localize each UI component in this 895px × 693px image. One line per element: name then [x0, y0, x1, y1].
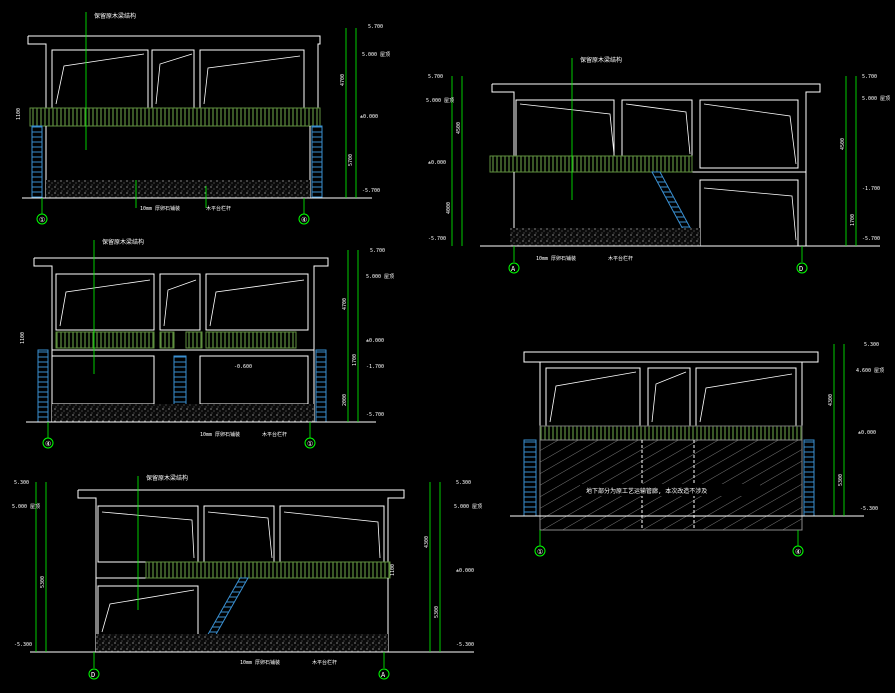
- svg-text:10mm 厚卵石铺装: 10mm 厚卵石铺装: [200, 431, 240, 438]
- svg-text:5.300: 5.300: [14, 480, 29, 486]
- svg-text:-5.300: -5.300: [860, 506, 878, 512]
- svg-text:5300: 5300: [434, 606, 440, 618]
- svg-text:5.000 屋顶: 5.000 屋顶: [366, 274, 394, 280]
- stair-3-left: [37, 349, 49, 423]
- svg-text:1700: 1700: [352, 354, 358, 366]
- railing-3b: [159, 331, 175, 349]
- svg-text:保留原木梁结构: 保留原木梁结构: [580, 56, 622, 64]
- svg-text:-1.700: -1.700: [366, 364, 384, 370]
- svg-text:4300: 4300: [424, 536, 430, 548]
- svg-text:±0.000: ±0.000: [428, 160, 446, 166]
- svg-text:4.600 屋顶: 4.600 屋顶: [856, 368, 884, 374]
- svg-text:5.700: 5.700: [862, 74, 877, 80]
- svg-text:4700: 4700: [340, 74, 346, 86]
- svg-text:5.700: 5.700: [428, 74, 443, 80]
- svg-text:A: A: [511, 265, 516, 273]
- elevation-2: 保留原木梁结构 10mm 厚卵石铺装 木平台栏杆 A D 5.700 5.000…: [426, 56, 890, 274]
- svg-text:-5.300: -5.300: [14, 642, 32, 648]
- svg-text:2000: 2000: [342, 394, 348, 406]
- railing-1: [29, 107, 321, 127]
- axis-bubble-left: [36, 213, 48, 225]
- svg-text:-5.700: -5.700: [428, 236, 446, 242]
- svg-text:④: ④: [795, 548, 801, 556]
- svg-text:4500: 4500: [840, 138, 846, 150]
- gravel-1: [46, 180, 310, 198]
- svg-text:5300: 5300: [40, 576, 46, 588]
- svg-text:5.000 屋顶: 5.000 屋顶: [12, 504, 40, 510]
- svg-text:4700: 4700: [342, 298, 348, 310]
- svg-text:5.300: 5.300: [456, 480, 471, 486]
- elevation-3: 保留原木梁结构 -0.600 10mm 厚卵石铺装 木平台栏杆 ④ ① 5.70…: [20, 238, 394, 449]
- svg-text:5.300: 5.300: [864, 342, 879, 348]
- svg-text:木平台栏杆: 木平台栏杆: [312, 659, 337, 666]
- svg-text:5.700: 5.700: [370, 248, 385, 254]
- svg-text:-5.300: -5.300: [456, 642, 474, 648]
- svg-text:④: ④: [45, 440, 51, 448]
- railing-4: [539, 425, 803, 441]
- railing-2: [489, 155, 693, 173]
- svg-text:5.700: 5.700: [368, 24, 383, 30]
- svg-text:5.000 屋顶: 5.000 屋顶: [454, 504, 482, 510]
- svg-text:1100: 1100: [20, 332, 26, 344]
- railing-3a: [55, 331, 155, 349]
- svg-text:D: D: [91, 671, 95, 679]
- svg-text:1100: 1100: [16, 108, 22, 120]
- axis-bubble-right: [298, 213, 310, 225]
- elevation-1: 保留原木梁结构 10mm 厚卵石铺装 木平台栏杆 ① ④ 5.700 5.000…: [16, 12, 390, 225]
- axis-label-left: ①: [39, 216, 45, 224]
- note-top: 保留原木梁结构: [94, 12, 136, 20]
- note-bottom-left: 10mm 厚卵石铺装: [140, 205, 180, 212]
- stair-left: [31, 125, 43, 199]
- svg-text:1100: 1100: [390, 564, 396, 576]
- stair-4-right: [803, 439, 815, 517]
- railing-3d: [205, 331, 297, 349]
- window-1: [51, 49, 149, 109]
- svg-text:-0.600: -0.600: [234, 364, 252, 370]
- elevation-5: 保留原木梁结构 10mm 厚卵石铺装 木平台栏杆 D A 5.300 5.000…: [12, 474, 482, 680]
- svg-text:保留原木梁结构: 保留原木梁结构: [102, 238, 144, 246]
- svg-text:-5.700: -5.700: [362, 188, 380, 194]
- svg-text:A: A: [381, 671, 386, 679]
- window-3: [199, 49, 305, 109]
- railing-5: [145, 561, 391, 579]
- svg-text:±0.000: ±0.000: [858, 430, 876, 436]
- svg-text:保留原木梁结构: 保留原木梁结构: [146, 474, 188, 482]
- svg-text:木平台栏杆: 木平台栏杆: [262, 431, 287, 438]
- svg-text:4000: 4000: [446, 202, 452, 214]
- elevation-4: 地下部分为原工艺运输管廊, 本次改造不涉及 ① ④ 5.300 4.600 屋顶…: [510, 342, 884, 557]
- svg-text:木平台栏杆: 木平台栏杆: [608, 255, 633, 262]
- svg-text:4500: 4500: [456, 122, 462, 134]
- axis-label-right: ④: [301, 216, 307, 224]
- svg-text:±0.000: ±0.000: [456, 568, 474, 574]
- svg-text:5700: 5700: [348, 154, 354, 166]
- svg-text:5.000 屋顶: 5.000 屋顶: [426, 98, 454, 104]
- svg-text:4300: 4300: [828, 394, 834, 406]
- svg-text:-5.700: -5.700: [862, 236, 880, 242]
- svg-text:-1.700: -1.700: [862, 186, 880, 192]
- svg-text:5.000 屋顶: 5.000 屋顶: [862, 96, 890, 102]
- svg-text:-5.700: -5.700: [366, 412, 384, 418]
- svg-text:5300: 5300: [838, 474, 844, 486]
- stair-3-right: [315, 349, 327, 423]
- svg-text:D: D: [799, 265, 803, 273]
- note-bottom-right: 木平台栏杆: [206, 205, 231, 212]
- svg-text:10mm 厚卵石铺装: 10mm 厚卵石铺装: [240, 659, 280, 666]
- stair-right: [311, 125, 323, 199]
- svg-text:±0.000: ±0.000: [366, 338, 384, 344]
- svg-text:5.000 屋顶: 5.000 屋顶: [362, 52, 390, 58]
- railing-3c: [185, 331, 203, 349]
- svg-text:±0.000: ±0.000: [360, 114, 378, 120]
- stair-4-left: [523, 439, 537, 517]
- svg-text:①: ①: [537, 548, 543, 556]
- svg-text:①: ①: [307, 440, 313, 448]
- svg-text:10mm 厚卵石铺装: 10mm 厚卵石铺装: [536, 255, 576, 262]
- svg-text:地下部分为原工艺运输管廊, 本次改造不涉及: 地下部分为原工艺运输管廊, 本次改造不涉及: [586, 487, 707, 495]
- svg-text:1700: 1700: [850, 214, 856, 226]
